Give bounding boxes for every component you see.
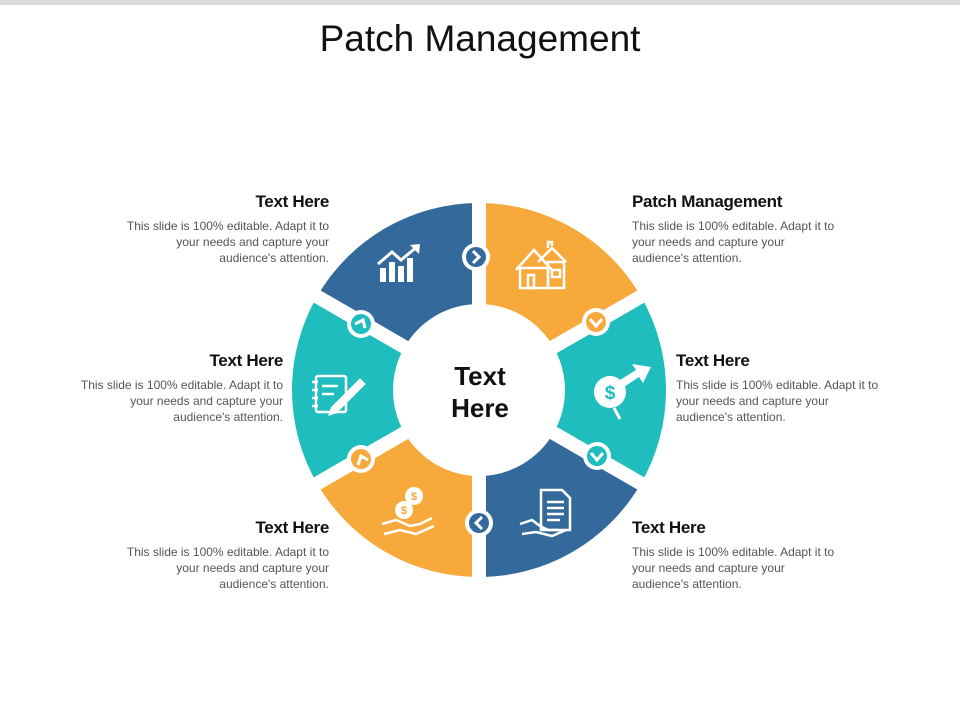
top-border <box>0 0 960 5</box>
center-label: Text Here <box>400 360 560 424</box>
text-block-mid-right: Text Here This slide is 100% editable. A… <box>676 351 881 425</box>
block-heading: Text Here <box>255 518 329 537</box>
block-heading: Text Here <box>632 518 706 537</box>
arrow-badge-lower-right <box>583 442 611 470</box>
center-label-line2: Here <box>451 393 509 423</box>
block-heading: Text Here <box>255 192 329 211</box>
block-body: This slide is 100% editable. Adapt it to… <box>676 378 879 424</box>
arrow-badge-bottom <box>465 509 493 537</box>
block-heading: Text Here <box>676 351 750 370</box>
arrow-badge-top <box>462 243 490 271</box>
text-block-top-left: Text Here This slide is 100% editable. A… <box>124 192 329 266</box>
block-heading: Patch Management <box>632 192 783 211</box>
block-body: This slide is 100% editable. Adapt it to… <box>632 545 835 591</box>
center-circle <box>395 306 563 474</box>
text-block-bottom-right: Text Here This slide is 100% editable. A… <box>632 518 837 592</box>
document-hand-icon <box>519 488 572 538</box>
notepad-pen-icon <box>312 374 366 416</box>
money-hand-icon: $ $ <box>381 487 435 536</box>
arrow-badge-upper-left <box>347 310 375 338</box>
text-block-bottom-left: Text Here This slide is 100% editable. A… <box>124 518 329 592</box>
block-heading: Text Here <box>209 351 283 370</box>
slide-title: Patch Management <box>319 18 641 59</box>
growth-chart-icon <box>377 244 420 282</box>
block-body: This slide is 100% editable. Adapt it to… <box>632 219 835 265</box>
svg-text:$: $ <box>411 491 417 503</box>
block-body: This slide is 100% editable. Adapt it to… <box>80 378 283 424</box>
text-block-mid-left: Text Here This slide is 100% editable. A… <box>78 351 283 425</box>
arrow-badge-lower-left <box>347 445 375 473</box>
block-body: This slide is 100% editable. Adapt it to… <box>126 219 329 265</box>
dollar-search-icon: $ <box>594 364 651 420</box>
block-body: This slide is 100% editable. Adapt it to… <box>126 545 329 591</box>
svg-text:$: $ <box>401 505 407 517</box>
center-label-line1: Text <box>454 361 506 391</box>
text-block-top-right: Patch Management This slide is 100% edit… <box>632 192 837 266</box>
arrow-badge-upper-right <box>582 308 610 336</box>
svg-text:$: $ <box>605 383 616 404</box>
house-icon <box>515 240 567 290</box>
